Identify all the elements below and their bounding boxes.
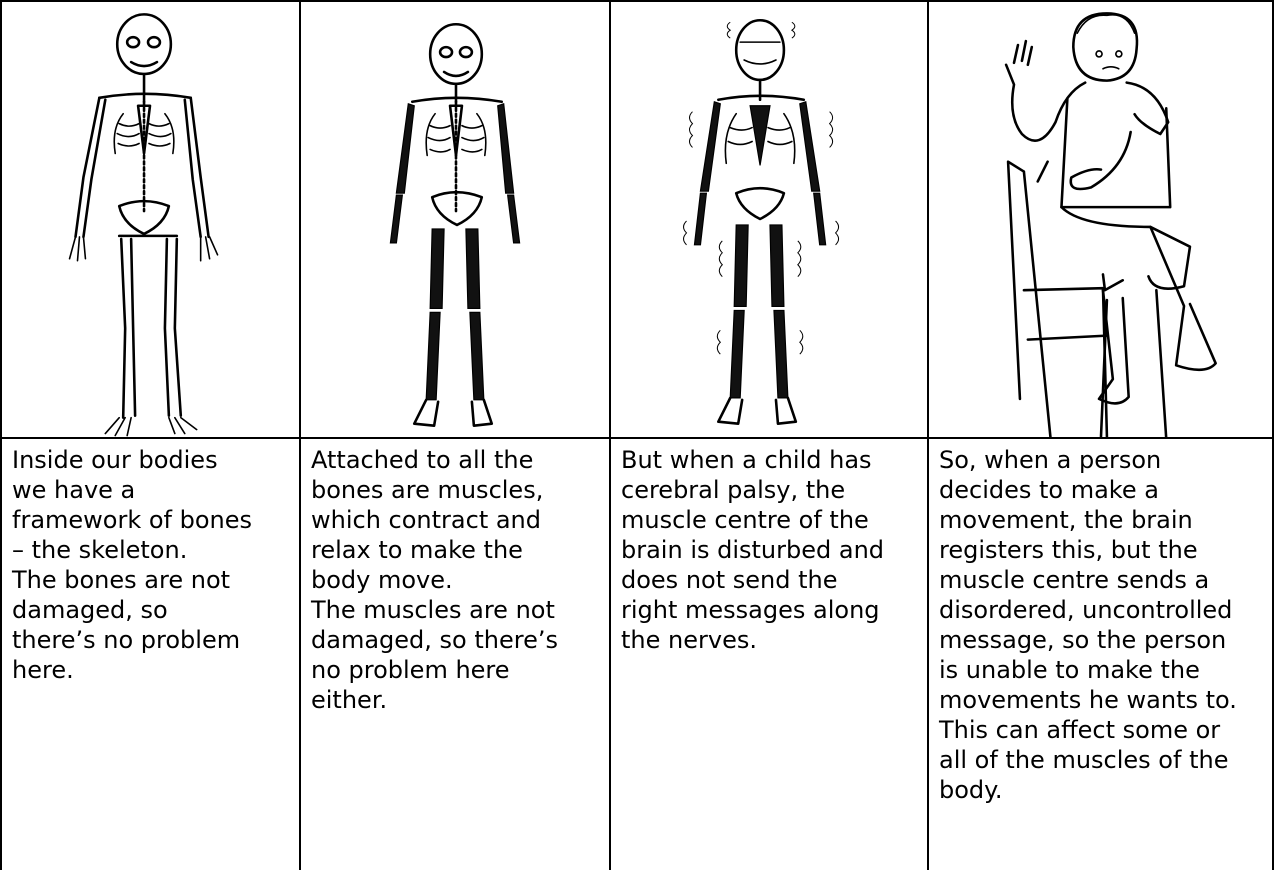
panel-2-caption-cell: Attached to all the bones are muscles, w… xyxy=(299,437,609,870)
panel-2-caption: Attached to all the bones are muscles, w… xyxy=(301,439,609,715)
disturbed-muscles-illustration xyxy=(611,2,927,437)
panel-4-image-cell xyxy=(927,0,1274,437)
skeleton-with-muscles-illustration xyxy=(301,2,609,437)
panel-3-caption: But when a child has cerebral palsy, the… xyxy=(611,439,927,655)
panel-1-caption: Inside our bodies we have a framework of… xyxy=(2,439,299,685)
panel-4-caption-cell: So, when a person decides to make a move… xyxy=(927,437,1274,870)
seated-person-illustration xyxy=(929,2,1272,437)
panel-1-caption-cell: Inside our bodies we have a framework of… xyxy=(0,437,299,870)
panel-3-caption-cell: But when a child has cerebral palsy, the… xyxy=(609,437,927,870)
panel-2-image-cell xyxy=(299,0,609,437)
panel-1-image-cell xyxy=(0,0,299,437)
skeleton-illustration xyxy=(2,2,299,437)
panel-4-caption: So, when a person decides to make a move… xyxy=(929,439,1272,805)
panel-3-image-cell xyxy=(609,0,927,437)
